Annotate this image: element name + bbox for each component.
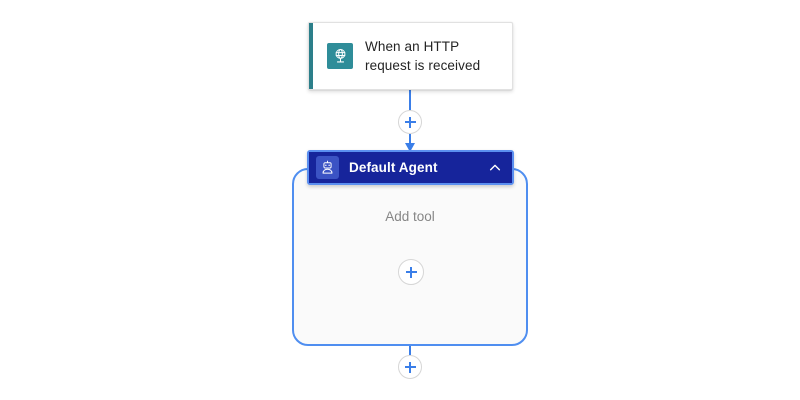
robot-icon xyxy=(316,156,339,179)
agent-header[interactable]: Default Agent xyxy=(309,152,512,183)
add-tool-button[interactable] xyxy=(398,259,424,285)
trigger-label: When an HTTP request is received xyxy=(365,39,481,73)
globe-http-icon xyxy=(327,43,353,69)
trigger-accent-bar xyxy=(309,23,313,89)
insert-action-above-agent-button[interactable] xyxy=(398,110,422,134)
agent-tools-container[interactable] xyxy=(292,168,528,346)
agent-title: Default Agent xyxy=(349,160,438,175)
trigger-card-http-request[interactable]: When an HTTP request is received xyxy=(308,22,513,90)
chevron-up-icon[interactable] xyxy=(486,159,504,177)
insert-action-below-agent-button[interactable] xyxy=(398,355,422,379)
add-tool-label: Add tool xyxy=(385,209,435,224)
agent-card-default-agent[interactable]: Default Agent xyxy=(307,150,514,185)
